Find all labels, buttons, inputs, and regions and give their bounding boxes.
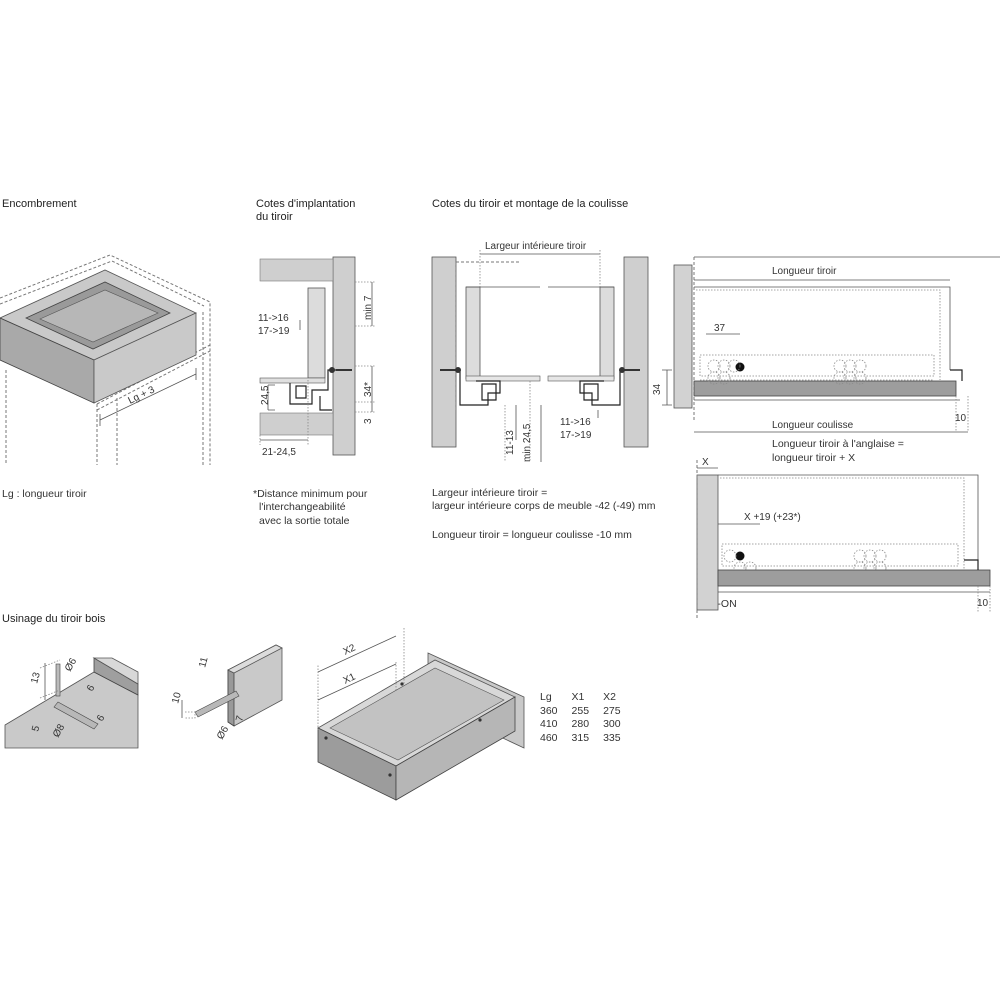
dim-3: 3 bbox=[363, 418, 374, 424]
side-bottom-title-1: Longueur tiroir à l'anglaise = bbox=[772, 438, 904, 450]
cotes-implantation-note-3: avec la sortie totale bbox=[259, 515, 350, 527]
dim-tiroir-11-16: 11->16 bbox=[560, 417, 591, 428]
table-cell: 280 bbox=[571, 718, 590, 730]
table-row: 460 315 335 bbox=[540, 732, 635, 746]
dim-fig2-dia6: Ø6 bbox=[215, 724, 231, 741]
encombrement-title: Encombrement bbox=[2, 198, 77, 210]
cotes-tiroir-note-1b: largeur intérieure corps de meuble -42 (… bbox=[432, 500, 656, 512]
dim-10-top: 10 bbox=[955, 413, 967, 424]
cotes-tiroir-note-1a: Largeur intérieure tiroir = bbox=[432, 487, 548, 499]
dim-13: 13 bbox=[29, 671, 43, 685]
table-cell: 335 bbox=[603, 731, 621, 744]
table-header: X2 bbox=[603, 691, 616, 703]
dim-lg3: Lg + 3 bbox=[126, 384, 156, 406]
slide-rail-top bbox=[693, 380, 957, 397]
dim-10: 10 bbox=[170, 691, 184, 705]
dim-x-19-23: X +19 (+23*) bbox=[744, 512, 801, 523]
dim-6b: 6 bbox=[85, 683, 98, 694]
dim-longueur-coulisse: Longueur coulisse bbox=[772, 420, 854, 431]
dim-dia6: Ø6 bbox=[63, 656, 79, 673]
table-cell: 315 bbox=[571, 731, 590, 744]
table-cell: 410 bbox=[540, 718, 558, 730]
dim-24-5: 24,5 bbox=[260, 385, 271, 405]
dim-x: X bbox=[702, 457, 709, 468]
dim-min-24-5: min 24,5 bbox=[522, 423, 533, 462]
side-view-top: Longueur tiroir 37 Longueur coulisse 10 bbox=[673, 256, 1000, 433]
usinage-fig2: 10 11 Ø6 7 bbox=[170, 644, 283, 742]
dim-x2: X2 bbox=[342, 642, 358, 657]
table-cell: 460 bbox=[540, 731, 558, 744]
side-bottom-title-2: longueur tiroir + X bbox=[772, 452, 856, 464]
cotes-tiroir-note-2: Longueur tiroir = longueur coulisse -10 … bbox=[432, 529, 632, 541]
encombrement-drawing: Lg + 3 bbox=[0, 254, 211, 465]
implantation-drawing: 11->16 17->19 min 7 24,5 34* 3 21-24,5 bbox=[258, 256, 375, 458]
dim-min7: min 7 bbox=[363, 295, 374, 320]
dim-17-19: 17->19 bbox=[258, 326, 290, 337]
dim-11-13: 11-13 bbox=[505, 430, 516, 455]
cotes-implantation-title-2: du tiroir bbox=[256, 211, 293, 223]
table-header-row: Lg X1 X2 bbox=[540, 691, 635, 705]
side-view-bottom: X X +19 (+23*) 10 bbox=[696, 457, 991, 620]
dim-longueur-tiroir: Longueur tiroir bbox=[772, 266, 837, 277]
table-row: 360 255 275 bbox=[540, 705, 635, 719]
usinage-fig1: 13 Ø6 5 Ø8 6 6 bbox=[4, 656, 139, 749]
dim-5: 5 bbox=[30, 724, 42, 733]
table-cell: 255 bbox=[571, 704, 590, 717]
table-header: Lg bbox=[540, 691, 552, 703]
cotes-implantation-note-1: *Distance minimum pour bbox=[253, 488, 368, 500]
dim-34-star: 34* bbox=[363, 382, 374, 397]
dim-37: 37 bbox=[714, 323, 726, 334]
encombrement-caption: Lg : longueur tiroir bbox=[2, 488, 87, 500]
table-cell: 360 bbox=[540, 704, 558, 717]
tiroir-section-drawing: Largeur intérieure tiroir 11-13 min 24,5… bbox=[431, 241, 672, 462]
dim-11-16: 11->16 bbox=[258, 313, 289, 324]
table-header: X1 bbox=[571, 691, 585, 703]
usinage-fig3: X2 X1 bbox=[317, 628, 525, 801]
dim-tiroir-17-19: 17->19 bbox=[560, 430, 592, 441]
cotes-implantation-note-2: l'interchangeabilité bbox=[259, 501, 346, 513]
dim-largeur-interieure: Largeur intérieure tiroir bbox=[485, 241, 587, 252]
usinage-title: Usinage du tiroir bois bbox=[2, 613, 106, 625]
slide-rail-bottom bbox=[717, 569, 991, 587]
dim-10-bottom: 10 bbox=[977, 598, 989, 609]
table-cell: 300 bbox=[603, 718, 621, 730]
cotes-implantation-title-1: Cotes d'implantation bbox=[256, 198, 356, 210]
dim-7: 7 bbox=[234, 714, 246, 723]
dim-11: 11 bbox=[197, 655, 210, 668]
dim-6c: 6 bbox=[95, 713, 108, 724]
table-cell: 275 bbox=[603, 704, 621, 717]
dim-x1: X1 bbox=[342, 671, 358, 686]
dim-34: 34 bbox=[652, 383, 663, 395]
cotes-tiroir-title: Cotes du tiroir et montage de la couliss… bbox=[432, 198, 629, 210]
table-row: 410 280 300 bbox=[540, 718, 635, 732]
drawer-side bbox=[93, 312, 197, 404]
dim-21-24-5: 21-24,5 bbox=[262, 447, 296, 458]
dimension-table: Lg X1 X2 360 255 275 410 280 300 460 315… bbox=[540, 691, 635, 745]
